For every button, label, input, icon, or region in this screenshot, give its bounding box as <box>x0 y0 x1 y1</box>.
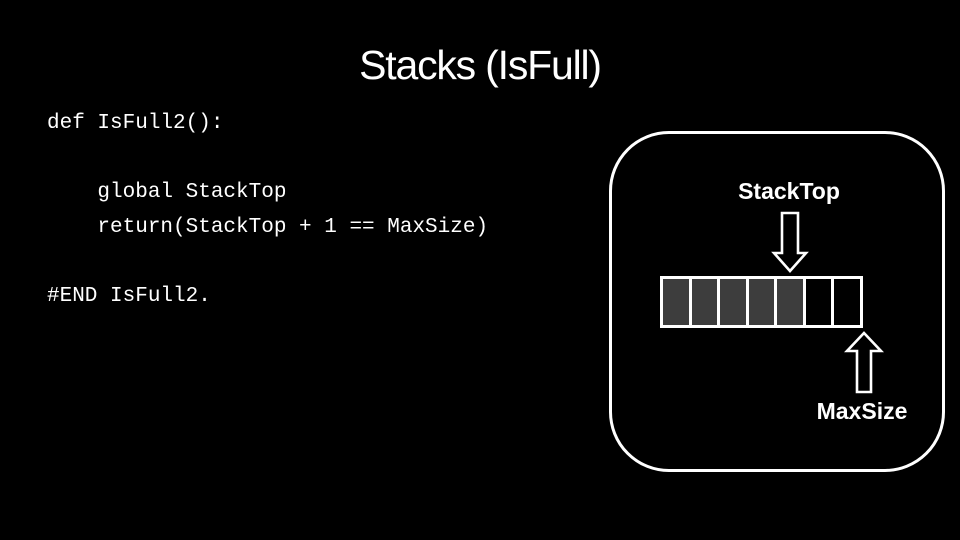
stack-cell-empty <box>834 279 861 325</box>
stack-top-arrow-down-icon <box>771 211 809 273</box>
max-size-label: MaxSize <box>816 398 908 424</box>
stack-cells <box>660 276 863 328</box>
slide-title: Stacks (IsFull) <box>359 42 602 88</box>
stack-cell-filled <box>777 279 803 325</box>
stack-cell-empty <box>805 279 832 325</box>
stack-top-label: StackTop <box>738 178 840 204</box>
stack-cell-filled <box>663 279 689 325</box>
stack-cell-filled <box>691 279 718 325</box>
max-size-arrow-up-icon <box>844 331 884 394</box>
stack-cell-filled <box>720 279 746 325</box>
code-block: def IsFull2(): global StackTop return(St… <box>47 112 489 308</box>
stack-diagram-frame <box>609 131 945 472</box>
stack-cell-filled <box>748 279 775 325</box>
